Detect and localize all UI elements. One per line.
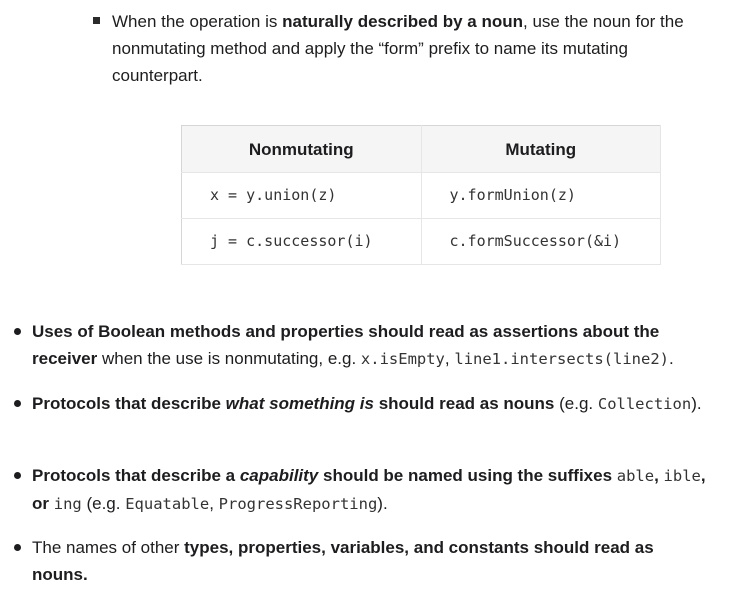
- table-row: x = y.union(z) y.formUnion(z): [181, 172, 661, 219]
- text: ).: [377, 494, 388, 513]
- text: ,: [444, 349, 455, 368]
- inline-code: able: [616, 467, 655, 485]
- list-item: The names of other types, properties, va…: [32, 534, 712, 588]
- text: ,: [209, 494, 219, 513]
- bold-text: Protocols that describe a: [32, 466, 240, 485]
- table-cell: x = y.union(z): [181, 172, 422, 219]
- comparison-table: Nonmutating Mutating x = y.union(z) y.fo…: [181, 125, 661, 265]
- bold-text: types, properties, variables, and consta…: [32, 538, 654, 584]
- bullet-icon: [14, 400, 21, 407]
- bold-text: Uses of Boolean methods and properties s…: [32, 322, 660, 368]
- list-item: Protocols that describe what something i…: [32, 390, 712, 418]
- square-bullet-icon: [93, 17, 100, 24]
- table-cell: j = c.successor(i): [181, 218, 422, 265]
- table-cell: y.formUnion(z): [421, 172, 661, 219]
- bold-text: should read as nouns: [373, 394, 555, 413]
- column-header: Nonmutating: [181, 125, 422, 173]
- bullet-icon: [14, 544, 21, 551]
- bold-italic-text: capability: [239, 466, 319, 485]
- text: ).: [691, 394, 702, 413]
- inline-code: ible: [663, 467, 701, 485]
- list-item: Protocols that describe a capability sho…: [32, 462, 712, 518]
- bullet-icon: [14, 472, 21, 479]
- list-item: Uses of Boolean methods and properties s…: [32, 318, 712, 373]
- text: .: [669, 349, 674, 368]
- text: ,: [654, 466, 664, 485]
- text: (e.g.: [81, 494, 126, 513]
- text: (e.g.: [554, 394, 598, 413]
- bold-text: should be named using the suffixes: [318, 466, 617, 485]
- inline-code: Collection: [597, 395, 692, 413]
- table-cell: c.formSuccessor(&i): [421, 218, 661, 265]
- inline-code: Equatable: [125, 495, 210, 513]
- inline-code: ing: [53, 495, 82, 513]
- text: when the use is nonmutating, e.g.: [97, 349, 361, 368]
- inline-code: line1.intersects(line2): [454, 350, 669, 368]
- inline-code: ProgressReporting: [218, 495, 378, 513]
- bullet-icon: [14, 328, 21, 335]
- bold-text: Protocols that describe: [32, 394, 226, 413]
- text: When the operation is: [112, 12, 283, 31]
- text: The names of other: [32, 538, 185, 557]
- table-header-row: Nonmutating Mutating: [181, 125, 661, 173]
- text: , or: [32, 466, 706, 513]
- column-header: Mutating: [421, 125, 661, 173]
- inline-code: x.isEmpty: [360, 350, 445, 368]
- nested-list-item: When the operation is naturally describe…: [112, 8, 722, 89]
- bold-text: naturally described by a noun: [282, 12, 523, 31]
- text: , use the noun for the nonmutating metho…: [112, 12, 684, 85]
- bold-italic-text: what something is: [225, 394, 374, 413]
- table-row: j = c.successor(i) c.formSuccessor(&i): [181, 218, 661, 265]
